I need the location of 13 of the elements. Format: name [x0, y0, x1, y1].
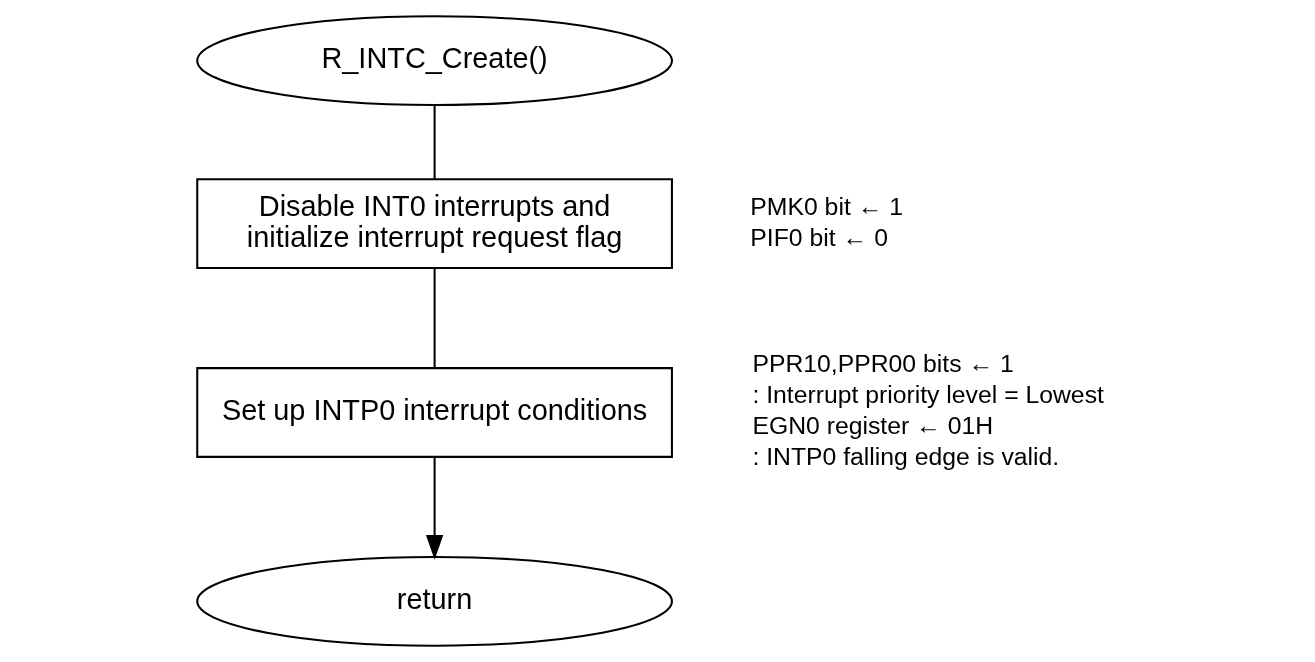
node-label: PPR10,PPR00 bits ← 1 — [751, 350, 1014, 378]
arrow — [425, 457, 443, 560]
node-label: EGN0 register ← 01H — [751, 412, 993, 440]
node-label: PIF0 bit ← 0 — [749, 223, 888, 251]
node-box: Set up INTP0 interrupt conditions — [195, 367, 673, 458]
node-ellipse: R_INTC_Create() — [195, 15, 673, 107]
node-label: : Interrupt priority level = Lowest — [751, 381, 1104, 409]
connector — [433, 268, 436, 368]
node-box: Disable INT0 interrupts and initialize interrupt request flag — [195, 178, 673, 270]
node-label: PMK0 bit ← 1 — [749, 192, 903, 220]
node-label: : INTP0 falling edge is valid. — [751, 443, 1059, 471]
node-ellipse: return — [195, 555, 673, 647]
connector — [433, 105, 436, 179]
